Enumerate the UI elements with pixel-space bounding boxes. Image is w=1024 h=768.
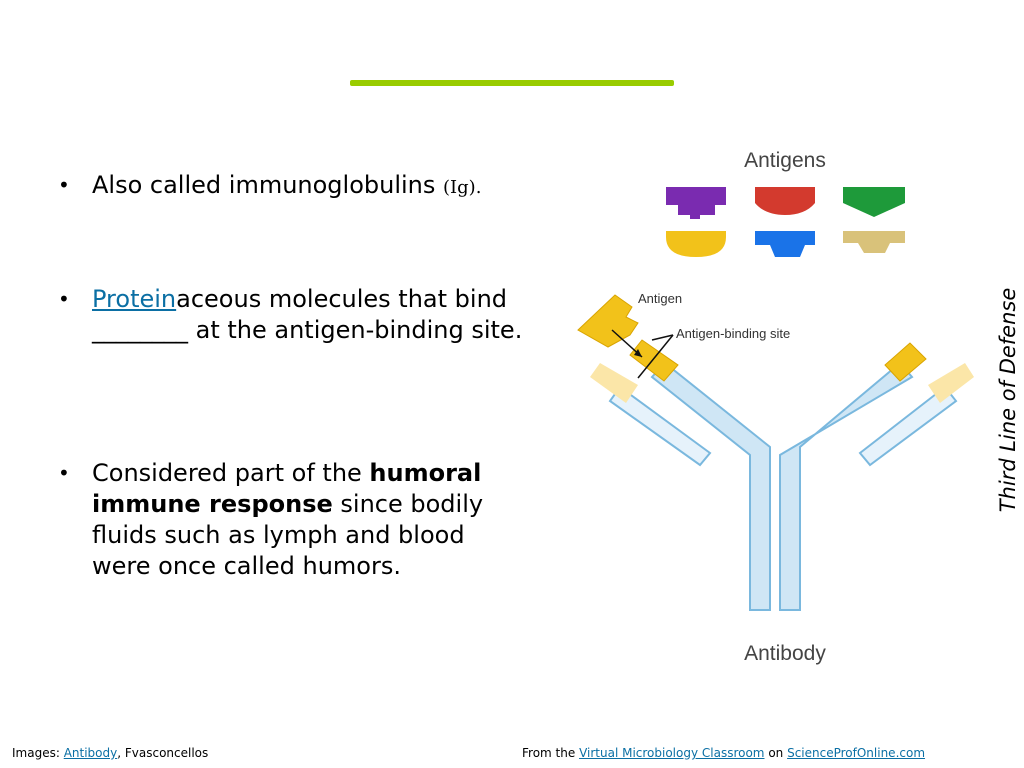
right-variable-region xyxy=(884,342,927,382)
arrowhead xyxy=(634,349,642,357)
footer-images-credit: Images: Antibody, Fvasconcellos xyxy=(12,746,208,760)
on-text: on xyxy=(764,746,788,760)
antibody-right-light-chain xyxy=(858,363,974,467)
antibody-diagram: Antigens Antigen Antigen-binding site An… xyxy=(577,149,974,665)
antigen-yellow xyxy=(666,231,726,257)
antigen-label: Antigen xyxy=(638,291,682,306)
antibody-left-heavy-chain xyxy=(650,361,771,611)
footer-source-credit: From the Virtual Microbiology Classroom … xyxy=(522,746,925,760)
bullet-dot: • xyxy=(58,173,70,197)
bullet-2-text: aceous molecules that bind ________ at t… xyxy=(92,285,523,344)
bullet-dot: • xyxy=(58,287,70,311)
bullet-dot: • xyxy=(58,461,70,485)
binding-site-pointer-1 xyxy=(637,334,674,379)
humoral-term: humoral immune response xyxy=(92,459,482,518)
images-suffix: , Fvasconcellos xyxy=(117,746,209,760)
virtual-microbiology-link[interactable]: Virtual Microbiology Classroom xyxy=(579,746,765,760)
bullet-3-text-b: since bodily fluids such as lymph and bl… xyxy=(92,490,484,580)
antigen-blue xyxy=(755,231,815,257)
antibody-left-light-chain xyxy=(590,363,712,467)
antibody-image-link[interactable]: Antibody xyxy=(63,746,118,760)
from-prefix: From the xyxy=(522,746,580,760)
antigen-purple xyxy=(666,187,726,219)
images-prefix: Images: xyxy=(12,746,64,760)
bullet-1-abbrev: (Ig). xyxy=(443,177,482,198)
antibody-right-heavy-chain xyxy=(779,361,914,611)
bound-antigen xyxy=(577,294,639,348)
bullet-1-text: Also called immunoglobulins xyxy=(92,171,444,199)
bullet-3-text-a: Considered part of the xyxy=(92,459,370,487)
scienceprofonline-link[interactable]: ScienceProfOnline.com xyxy=(787,746,926,760)
protein-link[interactable]: Protein xyxy=(92,285,177,313)
antigens-heading: Antigens xyxy=(744,149,826,172)
bullet-item-1: • Also called immunoglobulins (Ig). xyxy=(58,170,481,203)
antibody-label: Antibody xyxy=(744,642,826,665)
antigen-tan xyxy=(843,231,905,253)
bullet-item-2: • Proteinaceous molecules that bind ____… xyxy=(58,284,528,346)
bullet-item-3: • Considered part of the humoral immune … xyxy=(58,458,528,582)
antigen-green xyxy=(843,187,905,217)
binding-site-label: Antigen-binding site xyxy=(676,326,790,341)
title-underline xyxy=(350,80,674,86)
binding-site-pointer-2 xyxy=(651,334,674,341)
antigen-red xyxy=(755,187,815,215)
